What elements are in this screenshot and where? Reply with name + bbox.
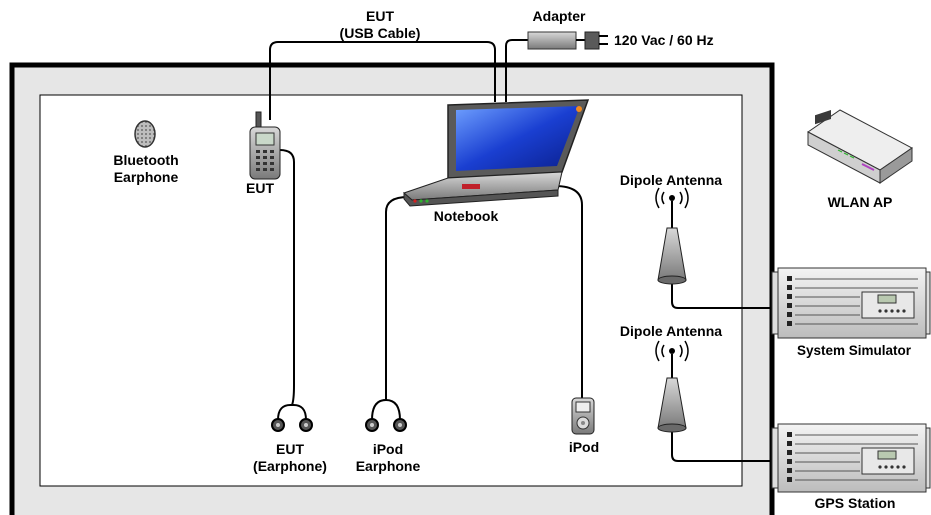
bluetooth-earphone-label-line2: Earphone [113,169,179,185]
usb-cable-label-line1: EUT [366,8,394,24]
usb-cable [269,41,496,120]
adapter-icon [527,31,608,50]
wlan-ap-label: WLAN AP [827,194,893,210]
gps-station-label: GPS Station [814,495,896,511]
dipole-antenna-2-icon [655,340,689,433]
ipod-earphone-icon [365,398,407,432]
gps-station-icon [771,423,931,493]
ipod-label: iPod [568,439,600,455]
bluetooth-earphone-icon [134,120,156,148]
power-label: 120 Vac / 60 Hz [614,32,714,48]
ipod-cable [554,185,583,400]
notebook-icon [403,99,590,207]
antenna1-cable [671,280,790,309]
eut-earphone-icon [271,403,313,432]
system-simulator-icon [771,267,931,339]
ipod-earphone-label: iPod Earphone [346,441,430,475]
adapter-label: Adapter [532,8,586,24]
shielded-chamber [9,62,775,515]
eut-earphone-label-line1: EUT [276,441,304,457]
ipod-icon [571,397,595,435]
eut-phone-icon [249,111,281,180]
eut-earphone-cable [279,149,295,406]
adapter-cable [505,39,528,102]
ipod-earphone-label-line2: Earphone [355,458,421,474]
eut-earphone-label-line2: (Earphone) [253,458,327,474]
cables [269,39,790,462]
system-simulator-label: System Simulator [796,343,912,358]
dipole-antenna-2-label: Dipole Antenna [619,323,723,339]
usb-cable-label: EUT (USB Cable) [325,8,435,42]
dipole-antenna-1-label: Dipole Antenna [619,172,723,188]
notebook-label: Notebook [433,208,499,224]
eut-phone-label: EUT [246,180,274,196]
bluetooth-earphone-label-line1: Bluetooth [113,152,179,168]
dipole-antenna-1-icon [655,187,689,285]
eut-earphone-label: EUT (Earphone) [238,441,342,475]
antenna2-cable [671,428,790,462]
usb-cable-label-line2: (USB Cable) [339,25,421,41]
bluetooth-earphone-label: Bluetooth Earphone [100,152,192,186]
wlan-ap-icon [807,109,913,184]
ipod-earphone-label-line1: iPod [372,441,404,457]
